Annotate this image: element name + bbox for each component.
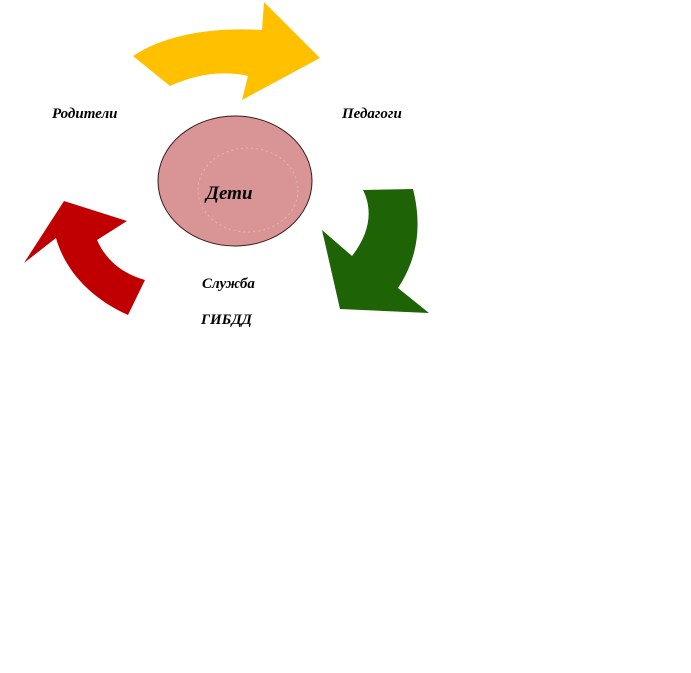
label-children: Дети [206, 183, 253, 204]
arrow-top-icon [133, 2, 320, 100]
label-parents: Родители [52, 106, 118, 122]
label-teachers: Педагоги [342, 106, 402, 122]
label-service-line1: Служба [202, 276, 255, 292]
center-circle-highlight [197, 147, 299, 233]
arrow-left-icon [24, 201, 145, 315]
center-circle [157, 115, 313, 247]
arrow-right-icon [322, 189, 429, 313]
label-service-line2: ГИБДД [201, 312, 252, 328]
